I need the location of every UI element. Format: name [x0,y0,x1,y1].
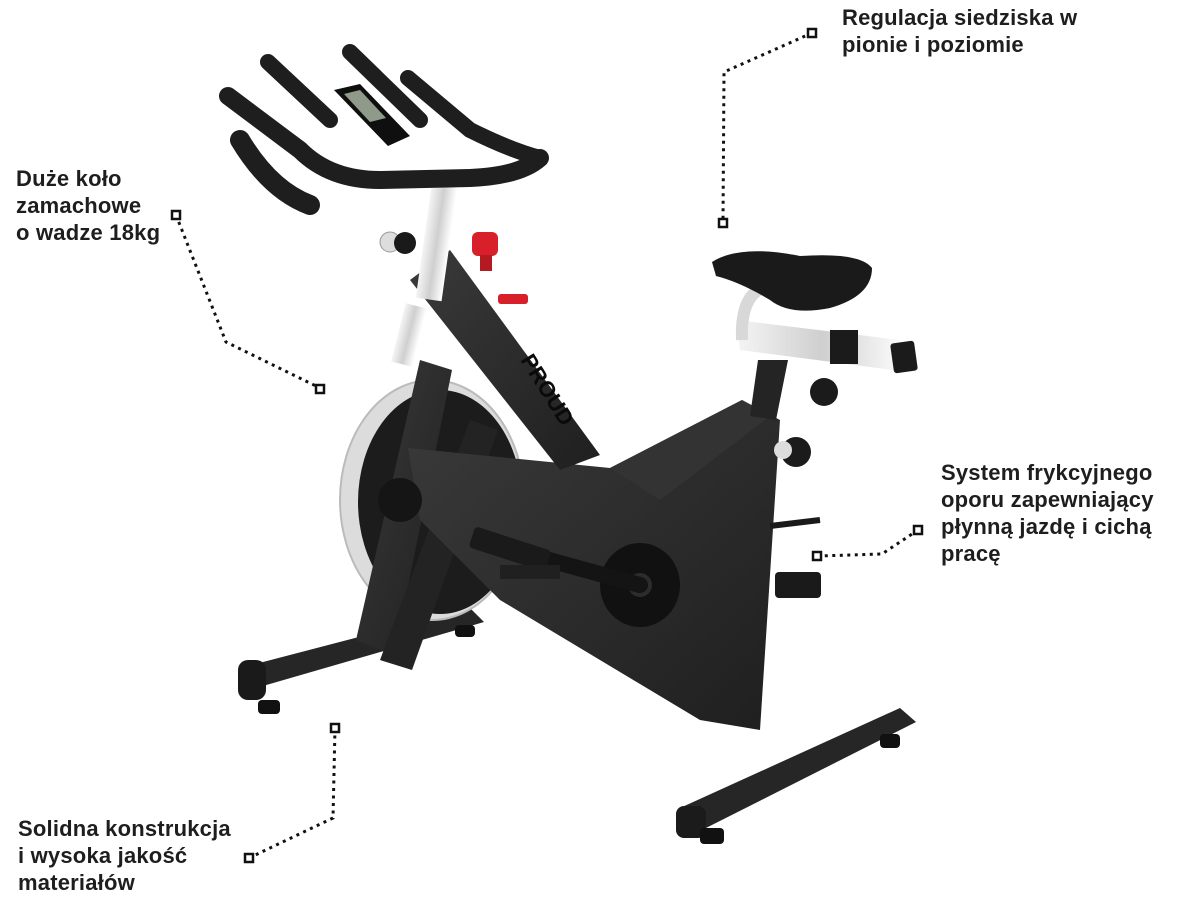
leader-marker-icon [806,27,818,39]
callout-line: oporu zapewniający [941,487,1154,512]
construction-callout: Solidna konstrukcja i wysoka jakość mate… [18,815,231,896]
handlebar-post [415,178,459,302]
callout-line: Duże koło [16,166,122,191]
leader-marker-icon [243,852,255,864]
callout-line: i wysoka jakość [18,843,188,868]
callout-line: pracę [941,541,1001,566]
callout-line: pionie i poziomie [842,32,1024,57]
down-tube [410,250,600,470]
leader-marker-icon [329,722,341,734]
callout-line: materiałów [18,870,135,895]
seat-adjustment-callout: Regulacja siedziska w pionie i poziomie [842,4,1077,58]
leader-marker-icon [912,524,924,536]
handlebars [219,44,549,215]
adjustment-knobs [379,231,811,467]
callout-line: płynną jazdę i cichą [941,514,1152,539]
pedals [469,517,821,598]
resistance-system-callout: System frykcyjnego oporu zapewniający pł… [941,459,1154,567]
callout-line: o wadze 18kg [16,220,161,245]
leader-marker-icon [717,217,729,229]
callout-line: Regulacja siedziska w [842,5,1078,30]
leader-marker-icon [170,209,182,221]
callout-line: zamachowe [16,193,142,218]
seat-assembly [712,251,918,420]
callout-line: System frykcyjnego [941,460,1153,485]
leader-marker-icon [314,383,326,395]
flywheel-callout: Duże koło zamachowe o wadze 18kg [16,165,160,246]
console-display [334,84,410,146]
front-stabilizer [676,708,916,844]
chrome-sleeve [391,303,427,367]
callout-line: Solidna konstrukcja [18,816,231,841]
leader-marker-icon [811,550,823,562]
leader-markers [170,27,924,864]
leader-lines [174,31,919,860]
